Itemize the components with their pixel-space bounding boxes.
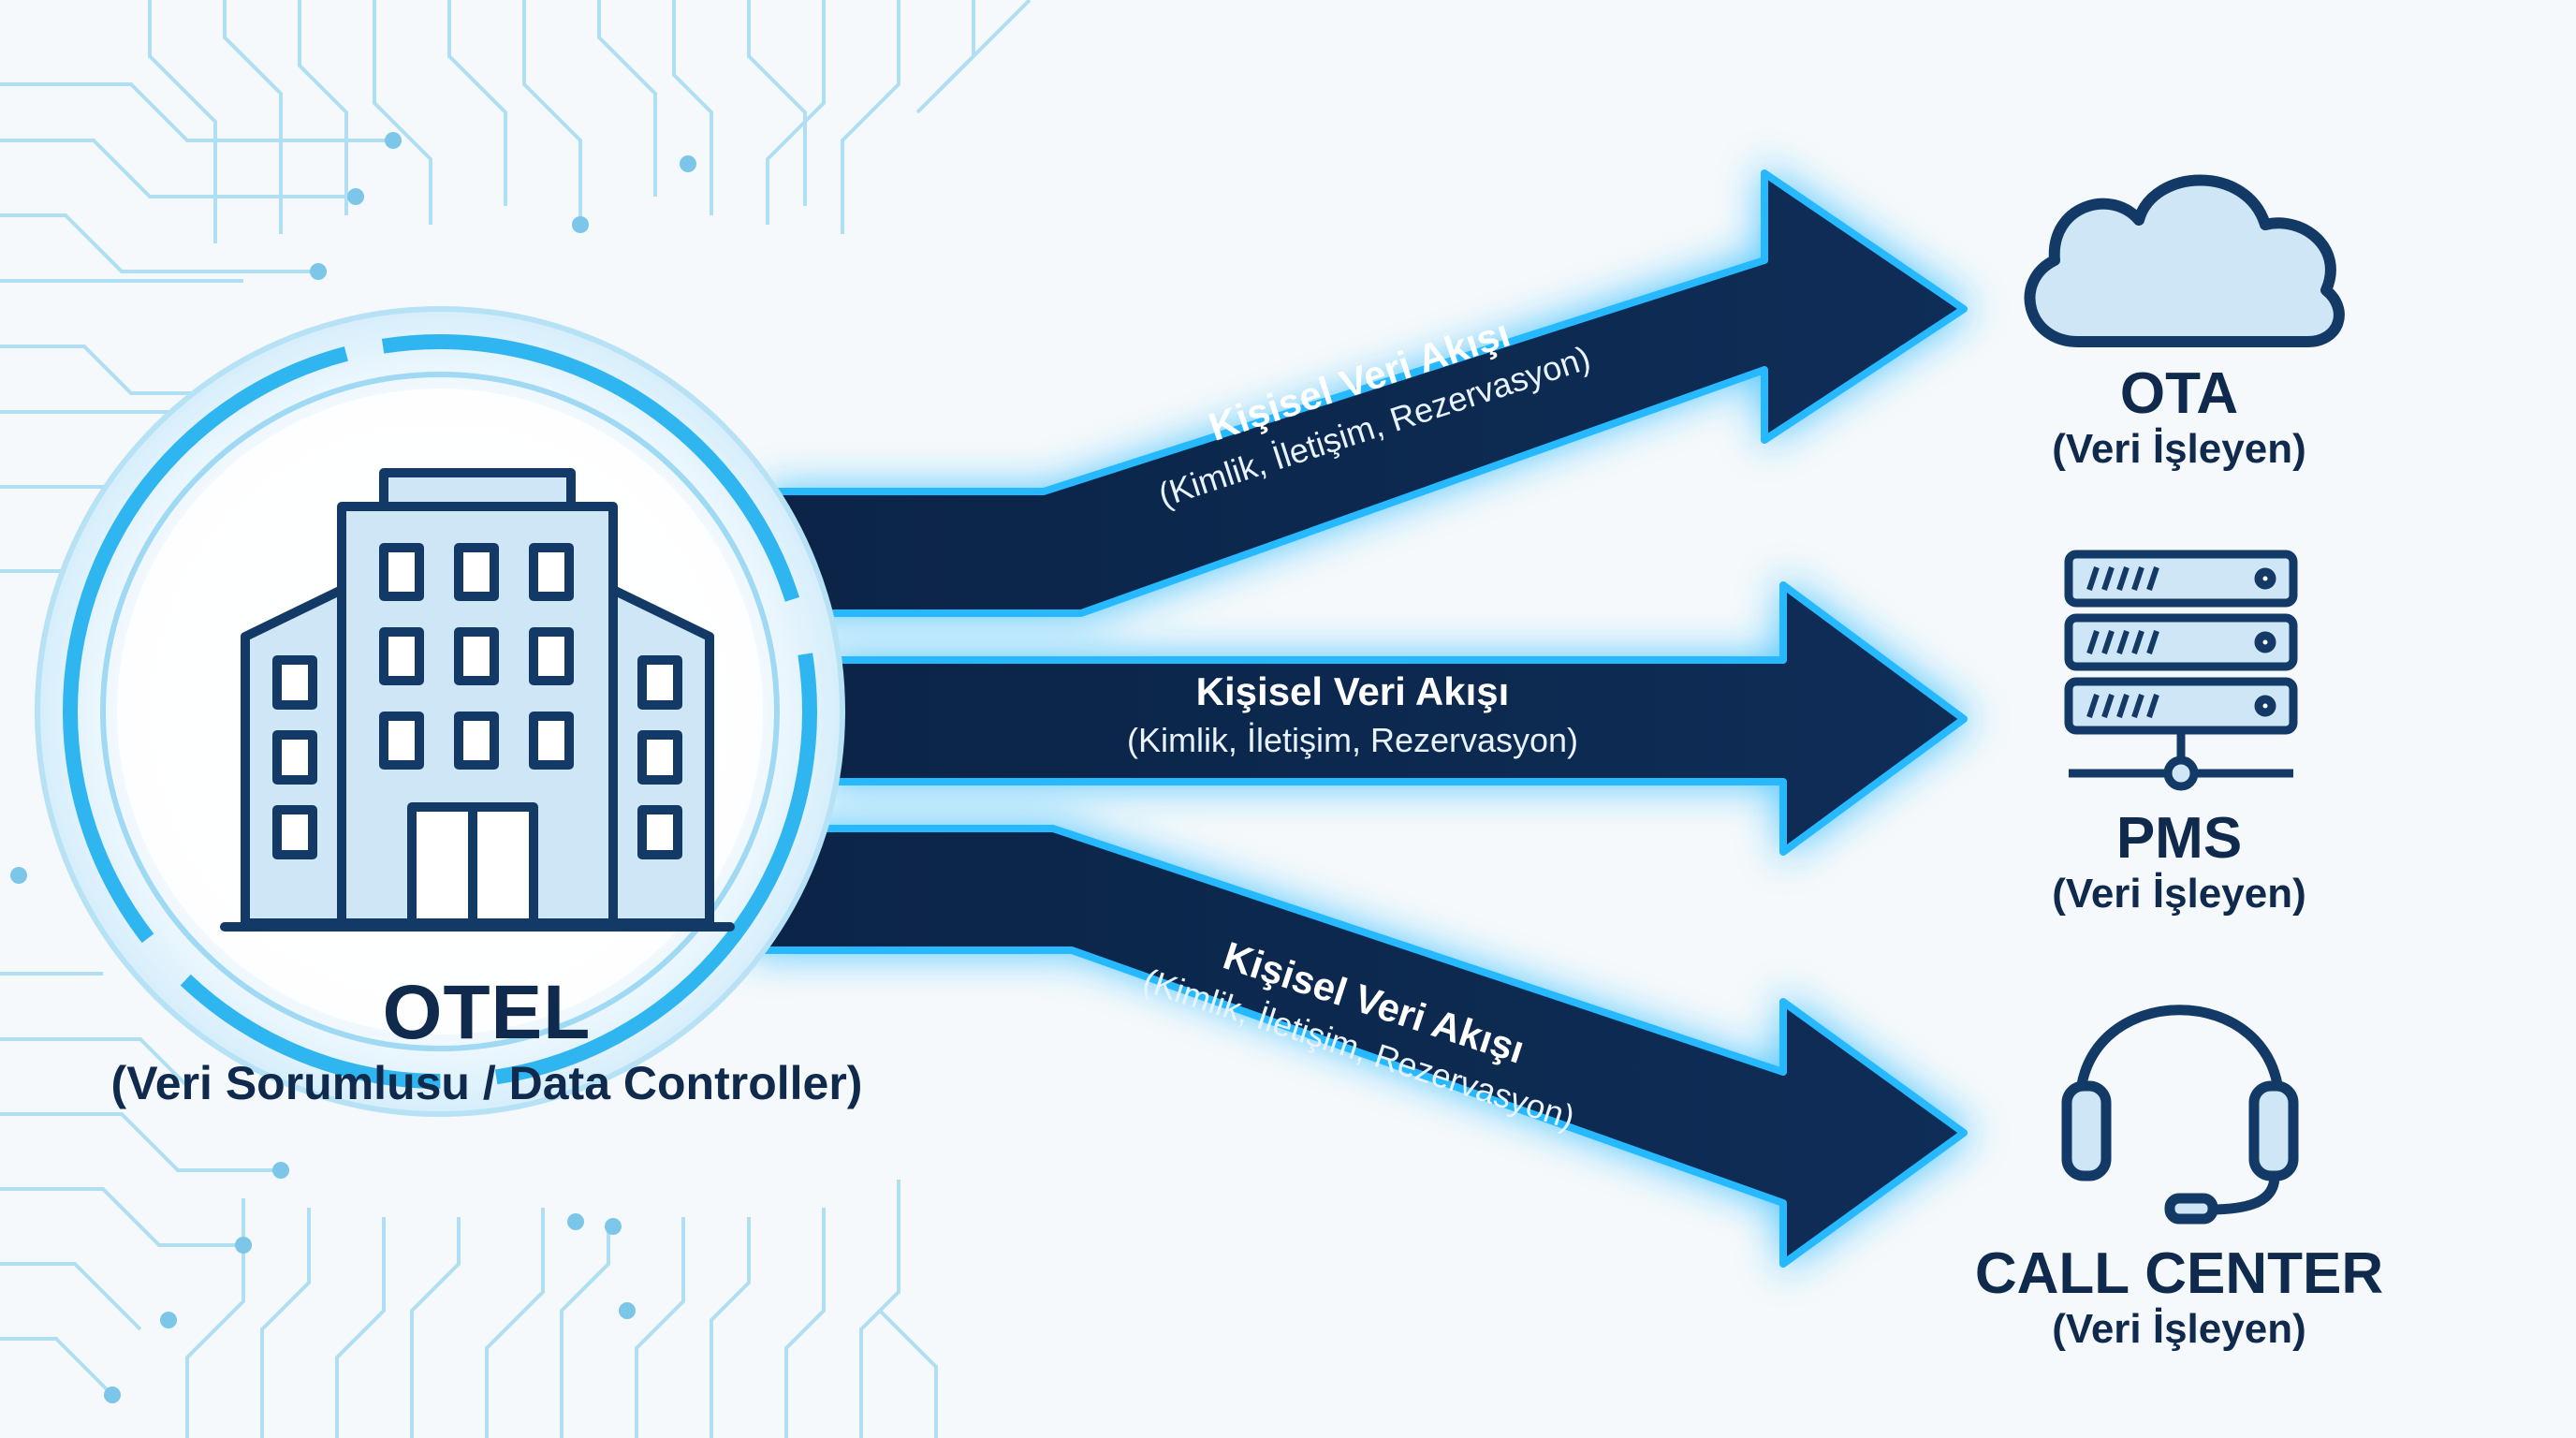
processor-title-ota: OTA [2119, 361, 2239, 426]
controller-subtitle: (Veri Sorumlusu / Data Controller) [110, 1057, 863, 1109]
flow-arrow-ota [764, 169, 1968, 617]
headset-icon [2061, 1005, 2299, 1225]
hotel-building-icon [220, 468, 735, 932]
controller-title: OTEL [382, 970, 592, 1055]
flow-arrow-call-center [745, 825, 1968, 1268]
processor-title-call-center: CALL CENTER [1974, 1241, 2384, 1306]
circuit-background [0, 0, 1032, 1438]
processor-subtitle-pms: (Veri İşleyen) [2052, 871, 2306, 917]
server-icon [2064, 550, 2298, 791]
processor-title-pms: PMS [2115, 806, 2243, 871]
flow-arrow-pms [820, 581, 1968, 856]
circuit-nodes [10, 132, 696, 1403]
cloud-icon [2024, 174, 2345, 347]
flow-label-pms: Kişisel Veri Akışı (Kimlik, İletişim, Re… [1072, 667, 1633, 764]
processor-subtitle-ota: (Veri İşleyen) [2052, 426, 2306, 472]
flow-label-main: Kişisel Veri Akışı [1195, 669, 1510, 713]
processor-subtitle-call-center: (Veri İşleyen) [2052, 1306, 2306, 1352]
flow-label-sub: (Kimlik, İletişim, Rezervasyon) [1126, 721, 1579, 759]
